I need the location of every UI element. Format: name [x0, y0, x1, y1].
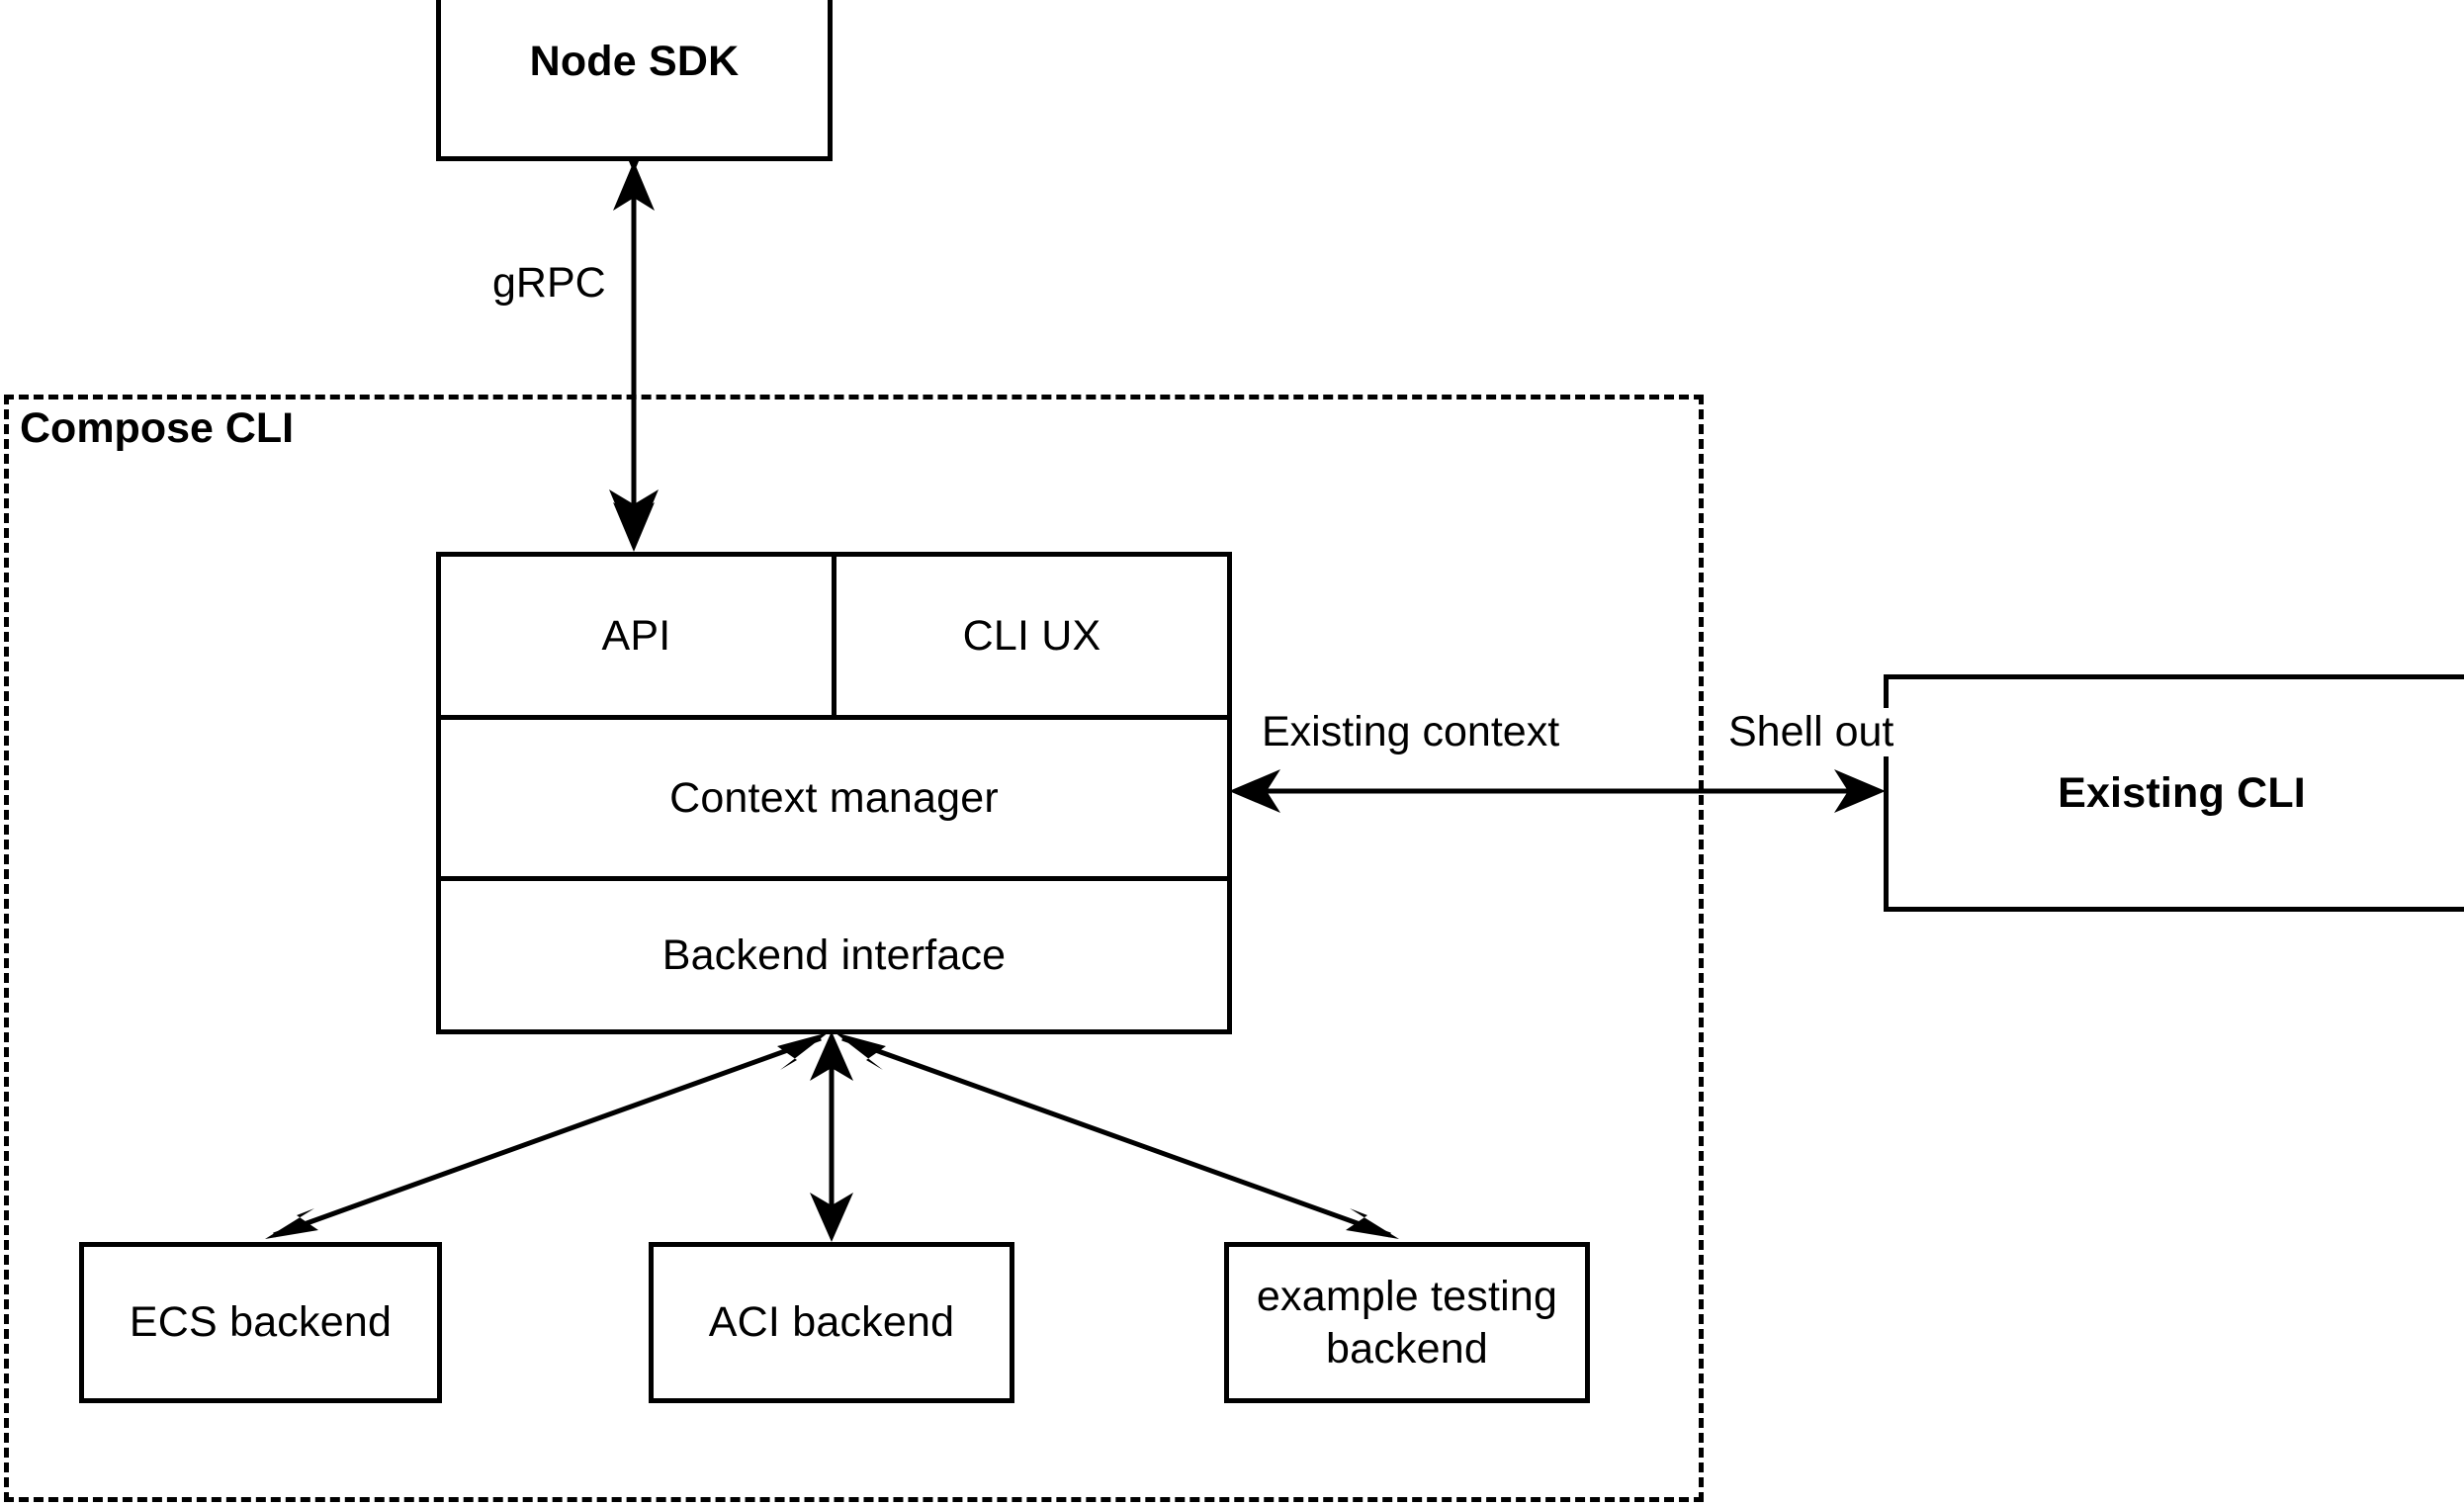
- edge-grpc-line: [609, 114, 659, 552]
- compose-cli-group-label: Compose CLI: [20, 404, 295, 452]
- edge-label-shell-out: Shell out: [1724, 708, 1898, 756]
- node-label-context-manager: Context manager: [669, 773, 999, 822]
- node-label-node-sdk: Node SDK: [529, 38, 740, 86]
- node-label-example-testing-backend-line2: backend: [1326, 1324, 1488, 1373]
- node-label-existing-cli: Existing CLI: [2058, 768, 2306, 817]
- edge-backend-aci-line: [810, 1031, 853, 1242]
- core-cell-context-manager[interactable]: Context manager: [441, 720, 1227, 881]
- edge-existing-cli-line: [1229, 769, 1886, 813]
- core-cell-api[interactable]: API: [441, 557, 836, 715]
- edge-backend-example-line: [835, 1032, 1399, 1239]
- edge-backend-ecs-line: [265, 1032, 829, 1239]
- node-box-example-testing-backend[interactable]: example testing backend: [1224, 1242, 1590, 1403]
- node-box-node-sdk[interactable]: Node SDK: [436, 0, 833, 161]
- node-box-aci-backend[interactable]: ACI backend: [649, 1242, 1014, 1403]
- node-box-existing-CLI[interactable]: Existing CLI: [1884, 674, 2464, 912]
- edge-label-grpc: gRPC: [488, 259, 610, 308]
- node-label-ecs-backend: ECS backend: [129, 1298, 393, 1347]
- node-label-example-testing-backend-line1: example testing: [1256, 1273, 1558, 1321]
- node-label-aci-backend: ACI backend: [708, 1298, 955, 1347]
- node-label-backend-interface: Backend interface: [661, 931, 1007, 979]
- core-cell-cli-ux[interactable]: CLI UX: [836, 557, 1227, 715]
- node-box-ecs-backend[interactable]: ECS backend: [79, 1242, 442, 1403]
- core-cell-backend-interface[interactable]: Backend interface: [441, 881, 1227, 1029]
- compose-cli-group-frame: [4, 395, 1704, 1502]
- node-label-cli-ux: CLI UX: [962, 611, 1101, 660]
- edge-label-existing-context: Existing context: [1258, 708, 1564, 756]
- core-row-api-cliux: API CLI UX: [441, 557, 1227, 720]
- node-label-api: API: [601, 611, 671, 660]
- core-component-stack: API CLI UX Context manager Backend inter…: [436, 552, 1232, 1034]
